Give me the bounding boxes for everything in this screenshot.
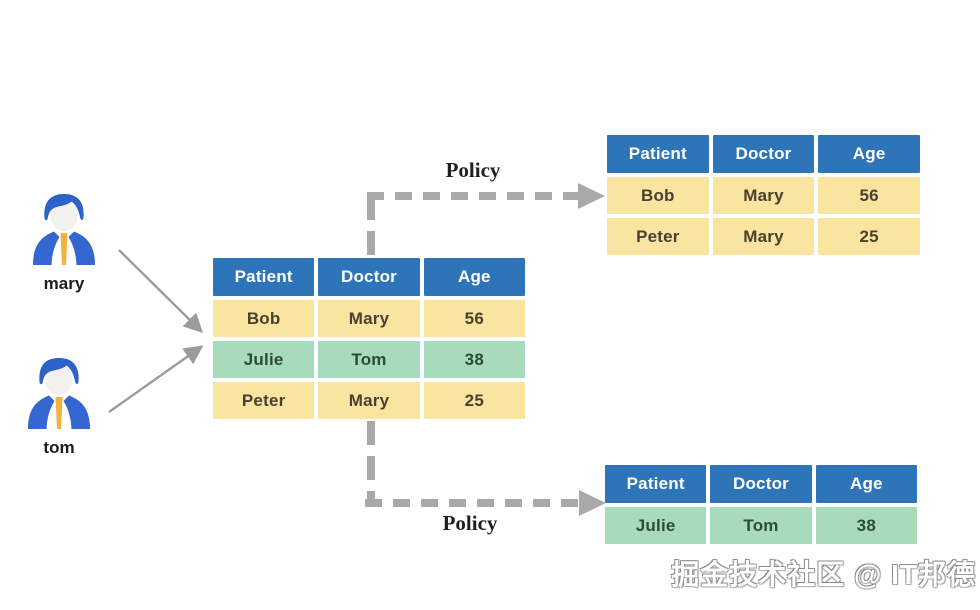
user-mary: mary <box>31 192 97 294</box>
policy-arrow-bottom <box>365 421 606 516</box>
watermark-text: 掘金技术社区 @ IT邦德 <box>671 559 976 590</box>
arrowhead-top <box>578 183 605 209</box>
table-cell: 56 <box>818 177 920 214</box>
table-cell: Peter <box>213 382 315 419</box>
table-cell: 25 <box>423 382 525 419</box>
user-tom-label: tom <box>43 438 75 457</box>
column-header: Patient <box>605 465 707 503</box>
policy-label-top: Policy <box>445 158 501 182</box>
tom-to-table-arrow <box>108 345 204 413</box>
table-cell: 38 <box>815 507 917 544</box>
table-cell: Tom <box>318 341 420 378</box>
table-cell: Julie <box>605 507 707 544</box>
column-header: Doctor <box>318 258 420 296</box>
user-tom: tom <box>26 356 92 458</box>
table-cell: 38 <box>423 341 525 378</box>
source-table: Patient Doctor Age Bob Mary 56 Julie Tom… <box>213 258 525 419</box>
column-header: Age <box>815 465 917 503</box>
column-header: Age <box>818 135 920 173</box>
user-mary-label: mary <box>43 274 85 293</box>
table-cell: 25 <box>818 218 920 255</box>
table-cell: Tom <box>710 507 812 544</box>
column-header: Doctor <box>710 465 812 503</box>
arrowhead-bottom <box>579 490 606 516</box>
table-cell: Bob <box>607 177 709 214</box>
table-cell: Mary <box>712 177 815 214</box>
column-header: Age <box>423 258 525 296</box>
policy-label-bottom: Policy <box>442 511 498 535</box>
policy-arrow-top <box>367 183 605 255</box>
mary-view-table: Patient Doctor Age Bob Mary 56 Peter Mar… <box>607 135 920 255</box>
businessman-icon <box>33 194 95 265</box>
table-cell: Mary <box>712 218 815 255</box>
column-header: Patient <box>213 258 315 296</box>
table-cell: Bob <box>213 300 315 337</box>
table-cell: Mary <box>318 300 420 337</box>
table-cell: 56 <box>423 300 525 337</box>
mary-to-table-arrow <box>118 249 204 334</box>
column-header: Doctor <box>712 135 815 173</box>
businessman-icon <box>28 358 90 429</box>
column-header: Patient <box>607 135 709 173</box>
table-cell: Mary <box>318 382 420 419</box>
table-cell: Julie <box>213 341 315 378</box>
tom-view-table: Patient Doctor Age Julie Tom 38 <box>605 465 917 544</box>
table-cell: Peter <box>607 218 709 255</box>
